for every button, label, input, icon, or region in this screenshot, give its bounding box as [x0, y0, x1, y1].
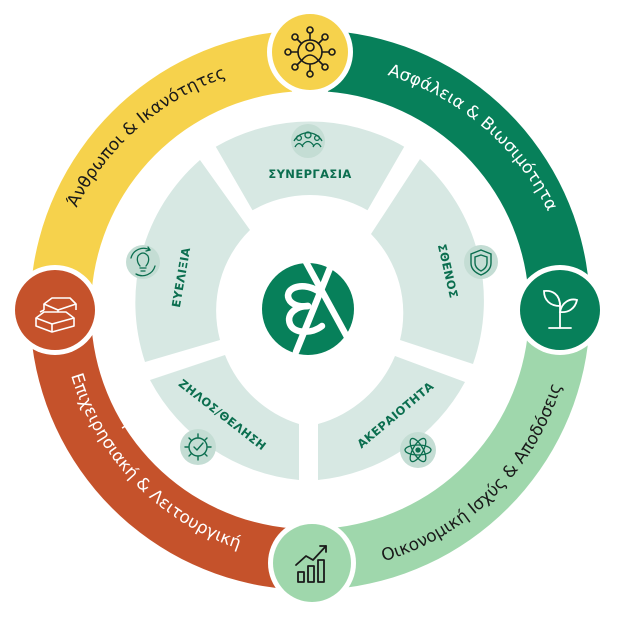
inner-segment-strength	[371, 159, 484, 364]
outer-segment-financial	[327, 327, 590, 590]
outer-segment-people	[30, 30, 293, 293]
label-cooperation: ΣΥΝΕΡΓΑΣΙΑ	[268, 167, 351, 181]
gear-check-icon	[180, 429, 216, 465]
outer-segment-operational	[30, 327, 293, 590]
shield-icon	[464, 245, 498, 279]
teamwork-icon	[291, 124, 325, 158]
outer-ring	[30, 30, 590, 590]
inner-ring	[135, 121, 484, 480]
inner-segment-agility	[135, 160, 250, 362]
atom-icon	[400, 432, 436, 468]
ex-logo	[262, 258, 356, 356]
inner-segment-cooperation	[215, 121, 405, 211]
inner-segment-zeal	[150, 355, 299, 480]
network-people-icon	[267, 9, 353, 95]
inner-segment-integrity	[318, 356, 465, 480]
sprout-icon	[515, 265, 605, 355]
outer-segment-safety	[327, 30, 590, 293]
growth-chart-icon	[268, 519, 356, 607]
lightbulb-cycle-icon	[126, 245, 160, 279]
gold-bars-icon	[10, 265, 100, 355]
